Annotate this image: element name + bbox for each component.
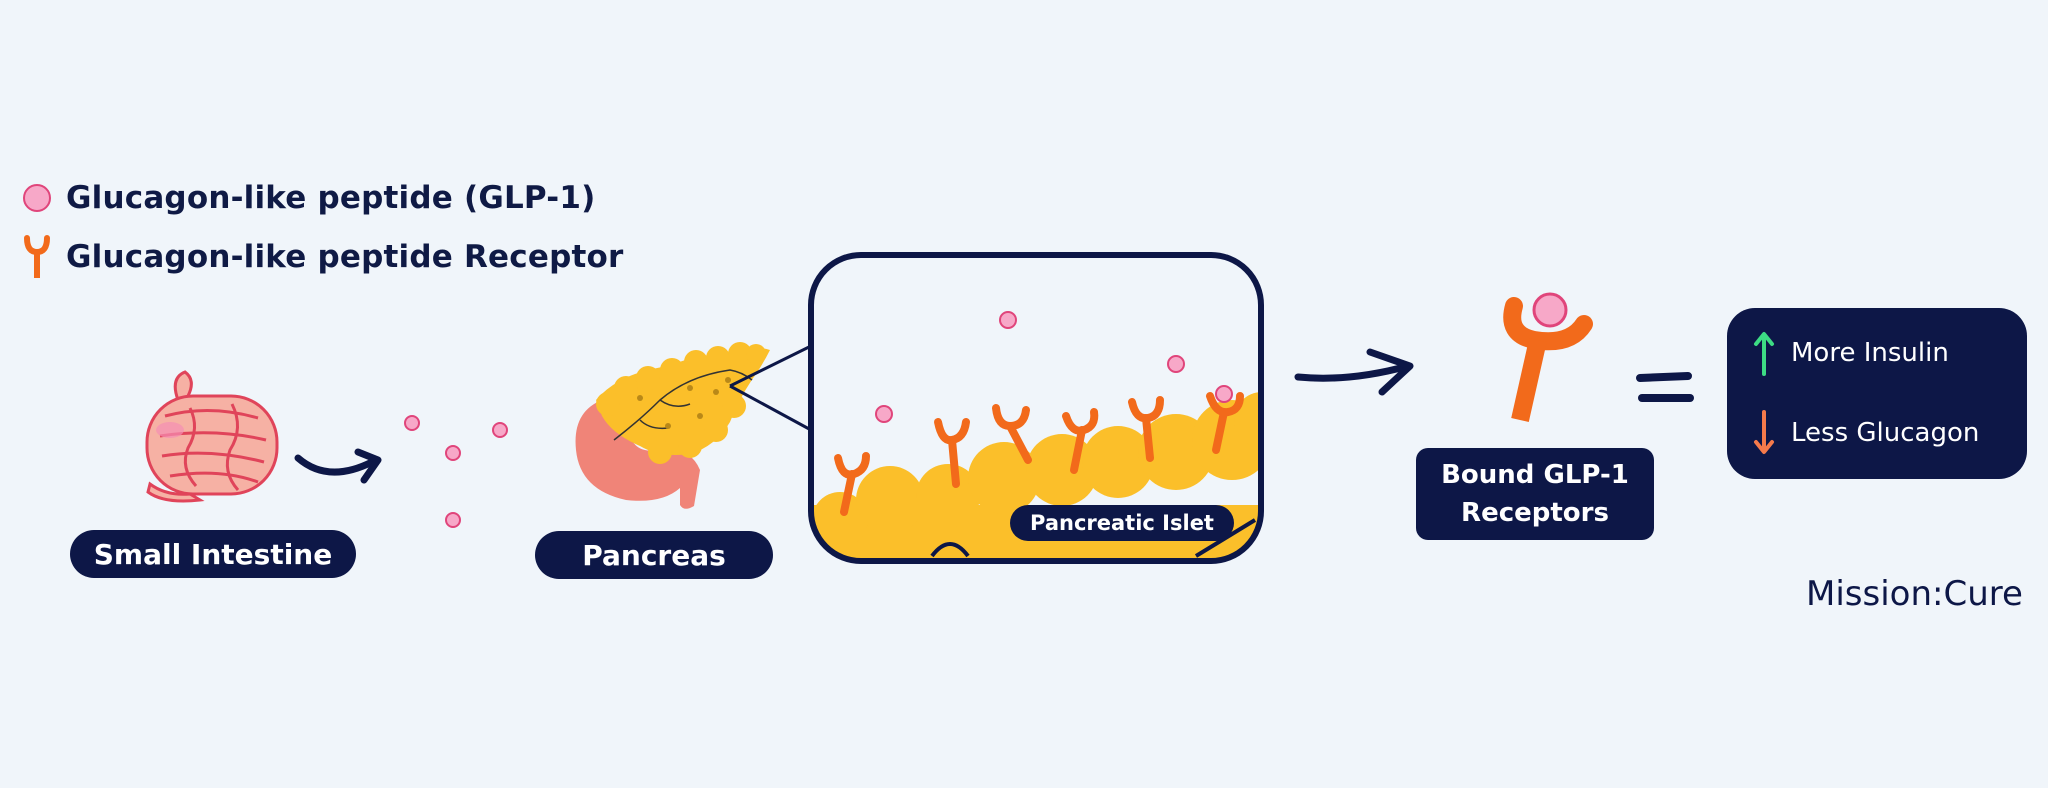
islet-receptors [834, 392, 1244, 516]
arrow-intestine-to-glp1 [294, 454, 376, 476]
zoom-line-top [729, 344, 812, 388]
equals-sign [1636, 372, 1694, 402]
pancreatic-islet-label: Pancreatic Islet [1010, 505, 1234, 541]
free-glp1-molecules [404, 415, 508, 528]
result-less-glucagon: Less Glucagon [1753, 410, 1979, 456]
small-intestine-label: Small Intestine [70, 530, 356, 578]
legend-receptor-label: Glucagon-like peptide Receptor [66, 239, 624, 275]
more-insulin-label: More Insulin [1791, 338, 1949, 368]
less-glucagon-label: Less Glucagon [1791, 418, 1980, 448]
down-arrow-icon [1754, 410, 1774, 454]
bound-receptors-line1: Bound GLP-1 [1441, 460, 1629, 490]
pancreas-label: Pancreas [535, 531, 773, 579]
legend-glp1: Glucagon-like peptide (GLP-1) [22, 180, 596, 216]
zoom-line-bottom [729, 384, 812, 432]
bound-receptors-line2: Receptors [1461, 498, 1609, 528]
bound-receptor-icon [1503, 292, 1593, 422]
islet-glp1-molecules [875, 311, 1233, 423]
brand-logo-text: Mission:Cure [1806, 574, 2023, 614]
small-intestine-icon [145, 370, 279, 503]
legend-glp1-label: Glucagon-like peptide (GLP-1) [66, 180, 596, 216]
up-arrow-icon [1754, 332, 1774, 376]
legend-receptor: Glucagon-like peptide Receptor [22, 234, 623, 280]
glp1-molecule-icon [23, 184, 51, 212]
pancreas-icon [575, 342, 770, 509]
receptor-icon [24, 235, 50, 278]
bound-receptors-label: Bound GLP-1 Receptors [1416, 448, 1654, 540]
arrow-islet-to-bound [1294, 362, 1412, 382]
result-more-insulin: More Insulin [1753, 330, 1949, 376]
result-box: More Insulin Less Glucagon [1727, 308, 2027, 479]
